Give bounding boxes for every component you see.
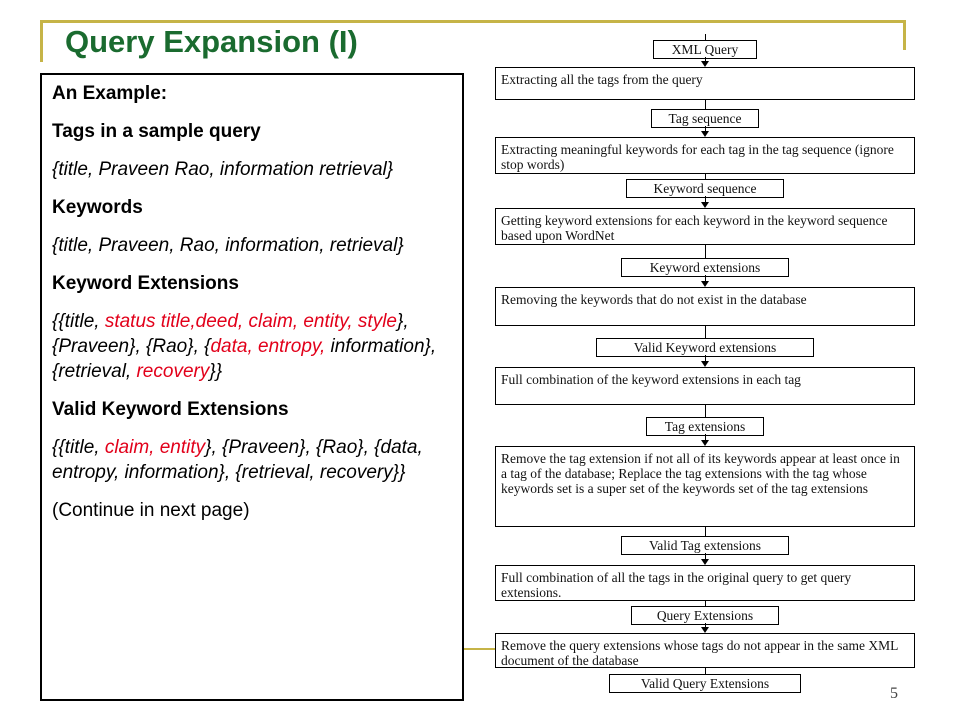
ext-part: }}	[209, 361, 223, 382]
connector	[705, 527, 706, 536]
keywords-value: {title, Praveen, Rao, information, retri…	[52, 235, 404, 256]
ext-new-keywords: data, entropy,	[210, 336, 326, 357]
extensions-value: {{title, status title,deed, claim, entit…	[52, 309, 452, 384]
ext-new-keywords: status title,deed, claim, entity, style	[104, 311, 397, 332]
ext-new-keywords: recovery	[136, 361, 210, 382]
flow-step-1: Extracting all the tags from the query	[495, 67, 915, 100]
flow-step-2: Extracting meaningful keywords for each …	[495, 137, 915, 174]
ext-part: }, {Praveen}, {Rao}, {	[52, 311, 409, 357]
flow-label-xml-query: XML Query	[653, 40, 757, 59]
arrow-down-icon	[701, 131, 709, 137]
connector	[705, 126, 706, 131]
flow-step-6: Remove the tag extension if not all of i…	[495, 446, 915, 527]
connector	[705, 553, 706, 559]
flow-label-valid-keyword-extensions: Valid Keyword extensions	[596, 338, 814, 357]
flow-label-valid-query-extensions: Valid Query Extensions	[609, 674, 801, 693]
connector	[705, 623, 706, 627]
flow-step-3: Getting keyword extensions for each keyw…	[495, 208, 915, 245]
tags-heading: Tags in a sample query	[52, 121, 261, 142]
flow-label-query-extensions: Query Extensions	[631, 606, 779, 625]
valid-new-keywords: claim, entity	[104, 437, 206, 458]
valid-part: }, {Praveen}, {Rao}, {data, entropy, inf…	[52, 437, 423, 483]
connector	[705, 601, 706, 606]
arrow-down-icon	[701, 627, 709, 633]
connector	[705, 196, 706, 202]
valid-value: {{title, claim, entity}, {Praveen}, {Rao…	[52, 435, 452, 485]
valid-part: {{title,	[52, 437, 105, 458]
arrow-down-icon	[701, 281, 709, 287]
valid-heading: Valid Keyword Extensions	[52, 399, 289, 420]
ext-part: information}, {retrieval,	[52, 336, 437, 382]
flow-label-tag-extensions: Tag extensions	[646, 417, 764, 436]
page-number: 5	[890, 685, 898, 702]
frame-line-left	[40, 20, 43, 62]
flow-step-4: Removing the keywords that do not exist …	[495, 287, 915, 326]
arrow-down-icon	[701, 202, 709, 208]
flow-label-keyword-extensions: Keyword extensions	[621, 258, 789, 277]
frame-line-top-right	[903, 20, 906, 50]
tags-value: {title, Praveen Rao, information retriev…	[52, 159, 394, 180]
flow-step-7: Full combination of all the tags in the …	[495, 565, 915, 601]
connector	[705, 245, 706, 258]
connector	[705, 405, 706, 417]
connector	[705, 275, 706, 281]
ext-part: {{title,	[52, 311, 105, 332]
arrow-down-icon	[701, 559, 709, 565]
flow-step-5: Full combination of the keyword extensio…	[495, 367, 915, 405]
connector	[705, 434, 706, 440]
connector	[705, 34, 706, 40]
extensions-heading: Keyword Extensions	[52, 273, 239, 294]
arrow-down-icon	[701, 361, 709, 367]
example-label: An Example:	[52, 83, 168, 104]
frame-line-top	[40, 20, 906, 23]
connector	[705, 57, 706, 61]
connector	[705, 326, 706, 338]
slide-title: Query Expansion (I)	[65, 24, 358, 59]
flowchart: XML Query Extracting all the tags from t…	[495, 34, 915, 694]
example-textbox: An Example: Tags in a sample query {titl…	[40, 73, 464, 701]
arrow-down-icon	[701, 440, 709, 446]
connector	[705, 100, 706, 109]
continue-note: (Continue in next page)	[52, 500, 250, 521]
flow-step-8: Remove the query extensions whose tags d…	[495, 633, 915, 668]
arrow-down-icon	[701, 61, 709, 67]
connector	[705, 355, 706, 361]
keywords-heading: Keywords	[52, 197, 143, 218]
connector	[705, 174, 706, 179]
connector	[705, 668, 706, 674]
